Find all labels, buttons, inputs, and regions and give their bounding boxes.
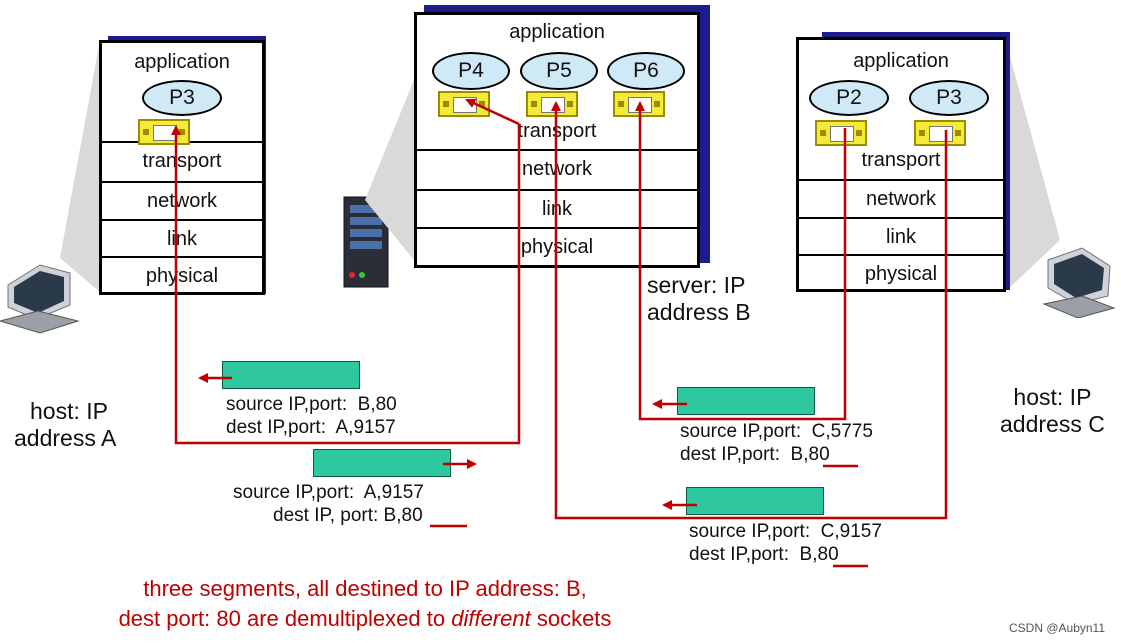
stack-c-network-layer: network [799, 179, 1003, 217]
stack-a-application-label: application [134, 51, 230, 73]
segment-c9157-to-b-source: source IP,port: C,9157 [689, 521, 882, 542]
host-a-label-line1: host: IP [30, 398, 108, 424]
path-p4-to-host-a-p3 [171, 124, 521, 445]
path-host-c-p3-to-p5 [551, 101, 948, 520]
stack-a: application P3 transport network link ph… [99, 40, 265, 295]
caption-line-2-post: sockets [530, 606, 612, 631]
segment-c9157-to-b-dest: dest IP,port: B,80 [689, 543, 839, 566]
process-p3-host-c: P3 [909, 80, 989, 116]
stack-c-physical-layer: physical [799, 254, 1003, 292]
host-c-computer-icon [1042, 247, 1116, 318]
segment-c5775-to-b-dest: dest IP,port: B,80 [680, 443, 830, 466]
stack-c-transport-layer: transport [861, 149, 941, 171]
stack-a-network-layer: network [102, 181, 262, 219]
stack-c-application-label: application [853, 50, 949, 72]
process-p3-host-a: P3 [142, 80, 222, 116]
stack-a-physical-layer: physical [102, 256, 262, 294]
segment-a-to-b-dest-prefix: dest IP, port: B, [273, 505, 402, 526]
host-a-label: host: IP address A [14, 398, 116, 452]
segment-a-to-b-dest: dest IP, port: B,80 [273, 504, 423, 527]
caption-line-1: three segments, all destined to IP addre… [143, 576, 587, 601]
host-c-label-line1: host: IP [1013, 384, 1092, 410]
stack-c: application P2 P3 transport network link… [796, 37, 1006, 292]
segment-c9157-to-b [686, 487, 824, 515]
segment-c5775-to-b [677, 387, 815, 415]
segment-c5775-to-b-dest-port: 80 [808, 444, 830, 465]
path-host-c-p2-to-p6 [635, 101, 847, 421]
process-p4: P4 [432, 52, 510, 90]
stack-a-link-layer: link [102, 219, 262, 257]
process-p5: P5 [520, 52, 598, 90]
server-tower-icon [343, 196, 389, 288]
socket-server-p4 [438, 91, 490, 117]
process-p6: P6 [607, 52, 685, 90]
segment-c5775-to-b-dest-prefix: dest IP,port: B, [680, 444, 809, 465]
process-p2-host-c: P2 [809, 80, 889, 116]
host-c-label-line2: address C [1000, 411, 1105, 437]
stack-b-application-label: application [509, 21, 605, 43]
watermark: CSDN @Aubyn11 [1009, 621, 1105, 635]
host-c-label: host: IP address C [1000, 384, 1105, 438]
path-p4-socket-diag [465, 98, 520, 126]
caption-line-2: dest port: 80 are demultiplexed to diffe… [0, 604, 730, 634]
host-a-label-line2: address A [14, 425, 117, 451]
server-b-label-line1: server: IP [647, 272, 746, 298]
socket-host-c-p2 [815, 120, 867, 146]
server-b-label-line2: address B [647, 299, 751, 325]
caption-line-2-emphasis: different [451, 606, 531, 631]
server-b-label: server: IP address B [647, 272, 751, 326]
segment-b-to-a-source: source IP,port: B,80 [226, 394, 397, 415]
stack-c-link-layer: link [799, 217, 1003, 255]
segment-c9157-to-b-dest-port: 80 [817, 544, 839, 565]
segment-a-to-b-dest-port: 80 [401, 505, 423, 526]
socket-host-a-p3 [138, 119, 190, 145]
host-a-computer-icon [0, 264, 80, 334]
caption-line-2-pre: dest port: 80 are demultiplexed to [118, 606, 452, 631]
segment-a-to-b-source: source IP,port: A,9157 [233, 482, 424, 503]
segment-b-to-a [222, 361, 360, 389]
segment-c5775-to-b-source: source IP,port: C,5775 [680, 421, 873, 442]
segment-c9157-to-b-dest-prefix: dest IP,port: B, [689, 544, 818, 565]
segment-b-to-a-dest: dest IP,port: A,9157 [226, 417, 396, 438]
segment-a-to-b [313, 449, 451, 477]
